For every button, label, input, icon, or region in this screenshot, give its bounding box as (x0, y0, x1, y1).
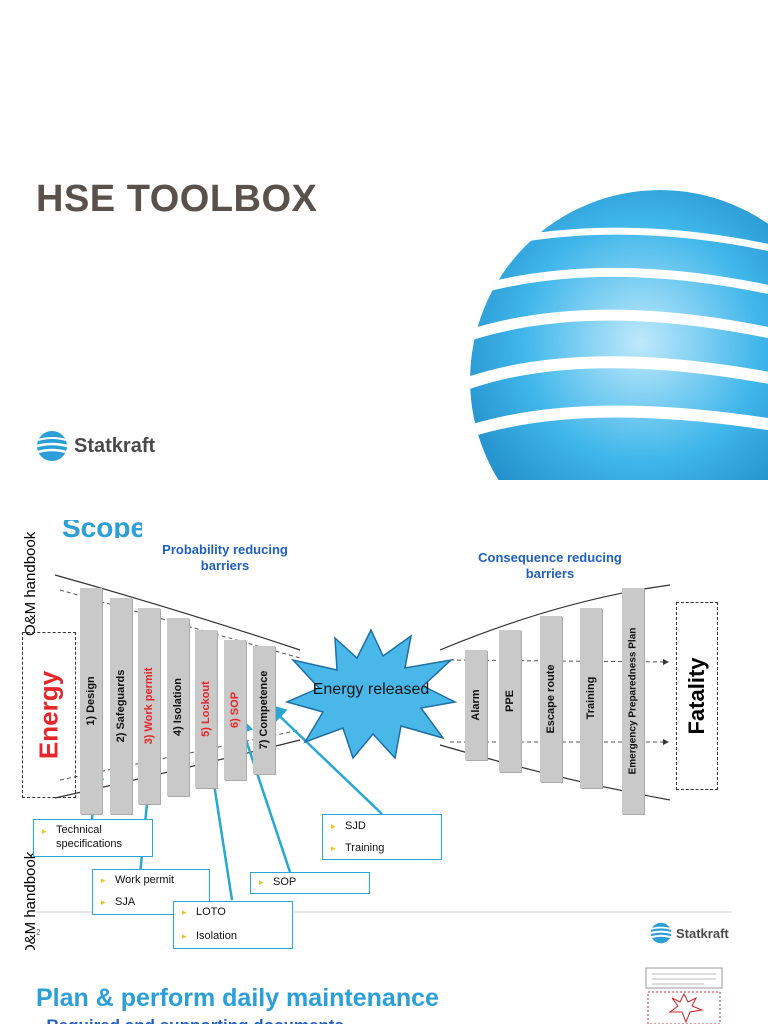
barrier-sop: 6) SOP (224, 640, 246, 780)
callout-item: Technical specifications (42, 823, 150, 851)
callout-technical: Technical specifications (33, 819, 153, 857)
callout-item: Isolation (182, 930, 237, 942)
slide-plan-perform: Plan & perform daily maintenance - Requi… (0, 950, 768, 1024)
callout-item: Training (331, 842, 384, 854)
globe-graphic (470, 190, 768, 480)
probability-header: Probability reducing barriers (162, 542, 288, 573)
statkraft-logo-small: Statkraft (650, 922, 740, 946)
slide-title: Plan & perform daily maintenance (36, 984, 439, 1012)
barrier-work-permit: 3) Work permit (138, 608, 160, 804)
callout-sop: SOP (250, 872, 370, 894)
fatality-label: Fatality (684, 657, 709, 735)
callout-item: LOTO (182, 906, 226, 918)
energy-released-label: Energy released (312, 681, 430, 698)
barrier-emergency-plan: Emergency Preparedness Plan (622, 588, 644, 814)
logo-text: Statkraft (74, 435, 156, 457)
subtitle-partial: - Required and supporting documents (36, 1016, 456, 1024)
callout-item: SJA (101, 896, 135, 908)
energy-released-starburst (284, 628, 458, 760)
page-number: 2 (36, 928, 41, 937)
barrier-ppe: PPE (499, 630, 521, 772)
fatality-box: Fatality (676, 602, 718, 790)
thumbnail-diagram (645, 967, 723, 1024)
callout-item: Work permit (101, 874, 174, 886)
barrier-training: Training (580, 608, 602, 788)
statkraft-logo-icon (650, 922, 672, 944)
barrier-lockout: 5) Lockout (195, 630, 217, 788)
slide-title: HSE TOOLBOX (36, 178, 318, 220)
barrier-alarm: Alarm (465, 650, 487, 760)
slide-scope-barriers: Scope O&M handbook O&M handbook 2 Probab… (0, 480, 768, 950)
barrier-safeguards: 2) Safeguards (110, 598, 132, 814)
barrier-escape-route: Escape route (540, 616, 562, 782)
consequence-header: Consequence reducing barriers (478, 550, 622, 581)
energy-label: Energy (33, 670, 64, 760)
callout-loto-isolation: LOTO Isolation (173, 901, 293, 949)
callout-item: SOP (259, 876, 296, 888)
energy-box: Energy (22, 632, 76, 798)
statkraft-logo-icon (36, 431, 68, 461)
callout-item: SJD (331, 820, 366, 832)
barrier-competence: 7) Competence (253, 646, 275, 774)
barrier-design: 1) Design (80, 588, 102, 814)
slide-hse-toolbox: HSE TOOLBOX Statkraft (0, 0, 768, 480)
scope-title-partial: Scope (62, 520, 142, 538)
statkraft-logo: Statkraft (36, 430, 196, 464)
callout-sjd-training: SJD Training (322, 814, 442, 860)
barrier-isolation: 4) Isolation (167, 618, 189, 796)
logo-text: Statkraft (676, 926, 729, 941)
